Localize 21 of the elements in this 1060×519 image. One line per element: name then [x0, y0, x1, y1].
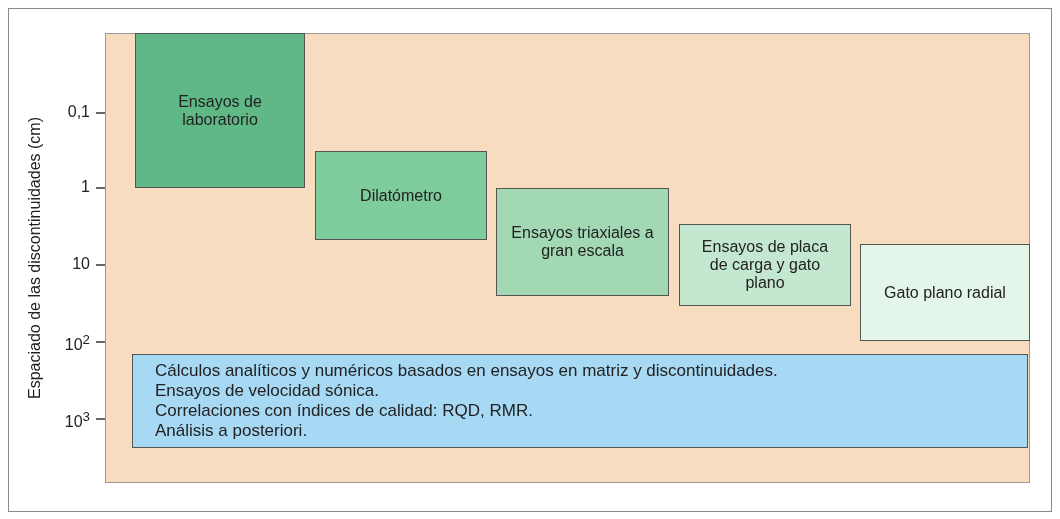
method-text: Ensayos de velocidad sónica. — [155, 381, 379, 401]
test-box — [315, 151, 487, 240]
method-text: Cálculos analíticos y numéricos basados en ensayos en matriz y discontinuidades. — [155, 361, 778, 381]
test-box — [496, 188, 669, 296]
tick-label: 10$^{2}$ — [63, 332, 90, 355]
box-label: Ensayos triaxiales a gran escala — [511, 224, 654, 260]
box-label: Ensayos de placa de carga y gato plano — [700, 238, 830, 292]
box-label: Ensayos de laboratorio — [177, 92, 263, 129]
tick-label: 10$^{3}$ — [63, 409, 90, 432]
axis-title: Espaciado de las discontinuidades (cm) — [26, 117, 44, 399]
tick-label: 1 — [80, 178, 90, 196]
lab-test-box — [135, 33, 305, 188]
box-label: Gato plano radial — [884, 283, 1006, 302]
tick-label: 0,1 — [66, 103, 90, 121]
method-text: Correlaciones con índices de calidad: RQD, RMR. — [155, 401, 533, 421]
test-box — [679, 224, 851, 306]
test-box — [860, 244, 1030, 341]
method-text: Análisis a posteriori. — [155, 421, 308, 441]
methods-box — [132, 354, 1028, 448]
box-label: Dilatómetro — [360, 186, 442, 205]
tick-label: 10 — [71, 255, 90, 273]
